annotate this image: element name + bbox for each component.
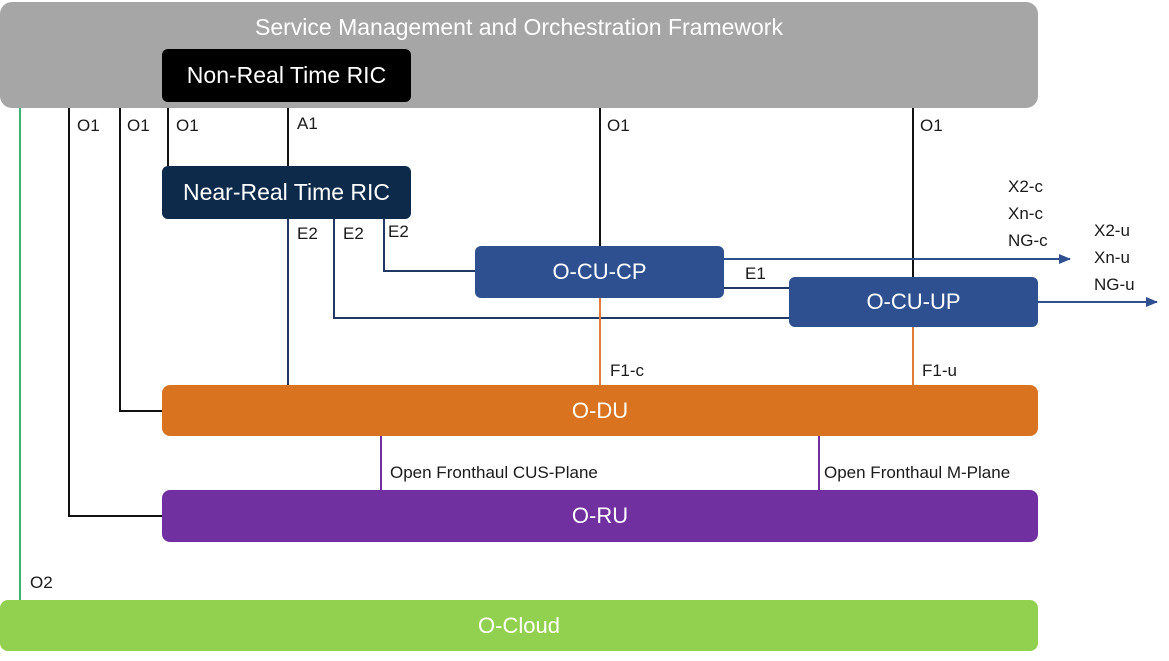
- e2-cuup-label: E2: [343, 224, 364, 243]
- fh-m-label: Open Fronthaul M-Plane: [824, 463, 1011, 482]
- o-cu-up-box: O-CU-UP: [789, 277, 1038, 327]
- ngu-label: NG-u: [1094, 275, 1135, 294]
- fh-cus-label: Open Fronthaul CUS-Plane: [390, 463, 598, 482]
- ngc-label: NG-c: [1008, 231, 1048, 250]
- x2c-label: X2-c: [1008, 177, 1043, 196]
- o1-ru-line: [68, 108, 162, 517]
- e2-cuup-line: [333, 219, 789, 319]
- e2-cucp-line: [383, 219, 475, 272]
- x2u-label: X2-u: [1094, 221, 1130, 240]
- o1-nearrt-label: O1: [176, 116, 199, 135]
- f1u-label: F1-u: [922, 361, 957, 380]
- f1c-label: F1-c: [610, 361, 644, 380]
- o1-ru-label: O1: [77, 116, 100, 135]
- o-cloud-box: O-Cloud: [0, 600, 1038, 651]
- smo-framework-box: Service Management and Orchestration Fra…: [0, 2, 1038, 108]
- o-cu-cp-box: O-CU-CP: [475, 246, 724, 298]
- xnu-label: Xn-u: [1094, 248, 1130, 267]
- xnc-label: Xn-c: [1008, 204, 1043, 223]
- o1-cuup-label: O1: [920, 116, 943, 135]
- o-ru-label: O-RU: [571, 503, 629, 528]
- smo-title: Service Management and Orchestration Fra…: [255, 14, 783, 40]
- o-cloud-label: O-Cloud: [478, 612, 560, 638]
- o1-cucp-label: O1: [607, 116, 630, 135]
- e2-cucp-label: E2: [388, 222, 409, 241]
- o1-du-line: [119, 108, 162, 412]
- o-ru-box: O-RU: [162, 490, 1038, 542]
- a1-label: A1: [297, 114, 318, 133]
- non-rt-ric-label: Non-Real Time RIC: [186, 62, 387, 88]
- e1-label: E1: [745, 264, 766, 283]
- o-du-box: O-DU: [162, 385, 1038, 436]
- o-cu-cp-label: O-CU-CP: [552, 259, 647, 284]
- near-rt-ric-box: Near-Real Time RIC: [162, 166, 411, 219]
- o-cu-up-label: O-CU-UP: [866, 289, 961, 314]
- near-rt-ric-label: Near-Real Time RIC: [182, 179, 391, 205]
- o-du-label: O-DU: [571, 397, 629, 423]
- non-rt-ric-box: Non-Real Time RIC: [162, 49, 411, 102]
- o2-label: O2: [30, 573, 53, 592]
- o1-du-label: O1: [127, 116, 150, 135]
- e2-du-label: E2: [297, 224, 318, 243]
